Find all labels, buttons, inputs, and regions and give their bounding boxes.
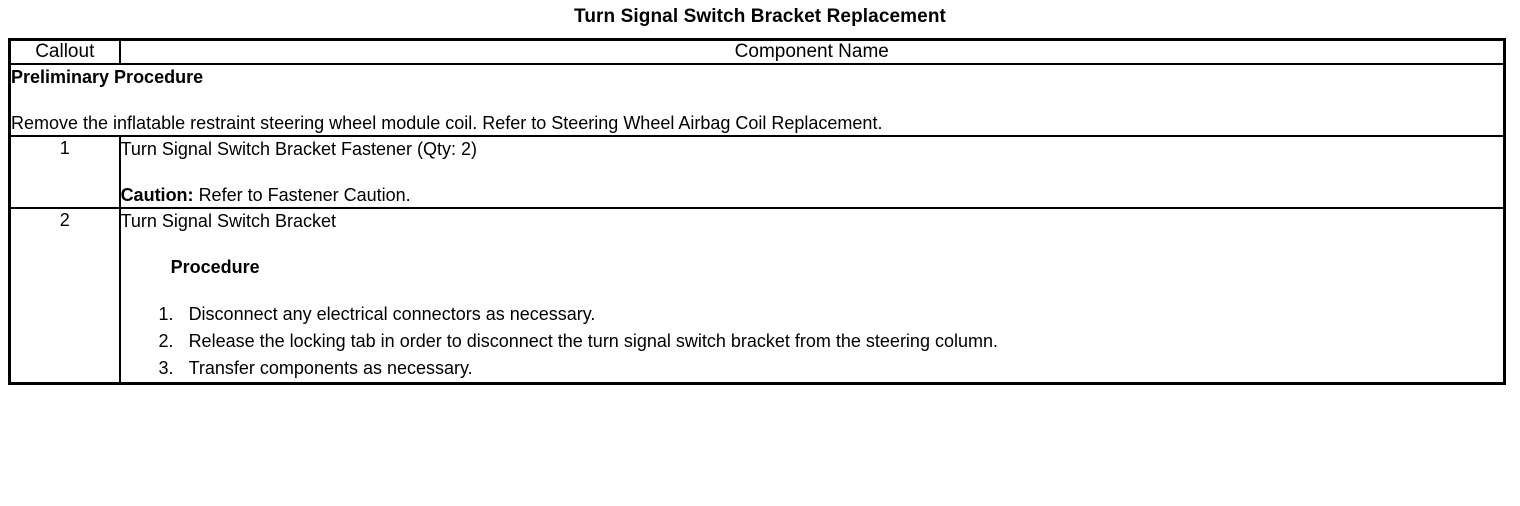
callout-number-2: 2	[8, 207, 121, 385]
preliminary-procedure-text: Remove the inflatable restraint steering…	[11, 113, 883, 133]
column-header-component-name: Component Name	[118, 38, 1506, 65]
caution-text: Refer to Fastener Caution.	[198, 185, 411, 205]
preliminary-procedure-heading: Preliminary Procedure	[11, 67, 204, 87]
list-item: Release the locking tab in order to disc…	[179, 328, 1503, 355]
spacer	[121, 161, 1503, 183]
procedure-heading: Procedure	[170, 257, 260, 277]
table-row: 2 Turn Signal Switch Bracket Procedure D…	[8, 207, 1506, 385]
callout-number-1: 1	[8, 135, 121, 209]
spacer	[121, 233, 1503, 255]
list-item: Transfer components as necessary.	[179, 355, 1503, 382]
component-name-1: Turn Signal Switch Bracket Fastener (Qty…	[120, 139, 478, 159]
procedure-step-list: Disconnect any electrical connectors as …	[121, 301, 1503, 382]
component-cell-2: Turn Signal Switch Bracket Procedure Dis…	[118, 207, 1506, 385]
preliminary-procedure-cell: Preliminary Procedure Remove the inflata…	[8, 63, 1506, 137]
table-row: 1 Turn Signal Switch Bracket Fastener (Q…	[8, 135, 1506, 209]
list-item: Disconnect any electrical connectors as …	[179, 301, 1503, 328]
page-title: Turn Signal Switch Bracket Replacement	[574, 6, 946, 27]
table-row-preliminary: Preliminary Procedure Remove the inflata…	[8, 63, 1506, 137]
caution-note-1: Caution: Refer to Fastener Caution.	[121, 183, 1503, 207]
table-header-row: Callout Component Name	[8, 38, 1506, 65]
component-name-2: Turn Signal Switch Bracket	[120, 211, 336, 231]
spacer	[121, 279, 1503, 301]
column-header-callout: Callout	[8, 38, 121, 65]
caution-label: Caution:	[120, 185, 194, 205]
component-cell-1: Turn Signal Switch Bracket Fastener (Qty…	[118, 135, 1506, 209]
component-callout-table: Callout Component Name Preliminary Proce…	[8, 38, 1506, 385]
